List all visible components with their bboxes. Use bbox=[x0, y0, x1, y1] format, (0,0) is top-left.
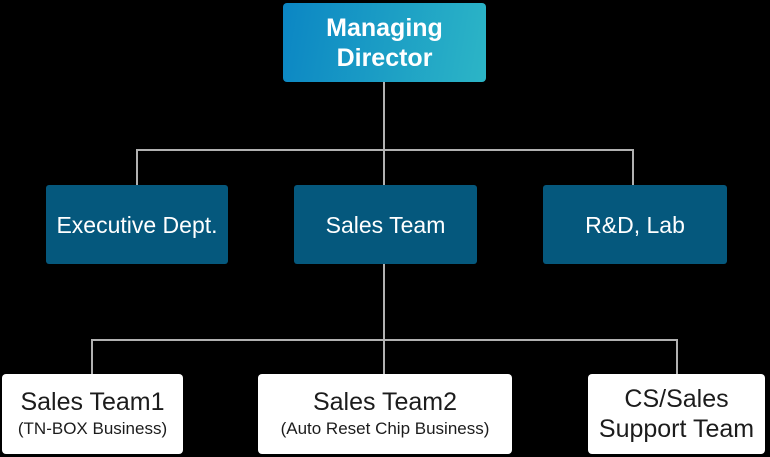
org-node-sublabel: (Auto Reset Chip Business) bbox=[280, 419, 490, 438]
org-node-label: Managing Director bbox=[326, 13, 443, 72]
connector-sales-stem bbox=[383, 264, 385, 340]
org-node-sales-team2: Sales Team2 (Auto Reset Chip Business) bbox=[258, 374, 512, 454]
connector-drop-sales-team bbox=[383, 149, 385, 186]
connector-drop-executive-dept bbox=[136, 149, 138, 186]
connector-rail-level2 bbox=[136, 149, 634, 151]
org-node-label: Sales Team bbox=[325, 211, 446, 238]
org-node-managing-director: Managing Director bbox=[283, 3, 486, 82]
org-node-sublabel: (TN-BOX Business) bbox=[17, 419, 168, 438]
org-node-executive-dept: Executive Dept. bbox=[46, 185, 228, 264]
org-node-cs-sales-support-team: CS/Sales Support Team bbox=[588, 374, 765, 454]
org-node-label: CS/Sales Support Team bbox=[598, 385, 755, 443]
org-node-sales-team: Sales Team bbox=[294, 185, 477, 264]
org-node-label: Sales Team1 bbox=[20, 388, 165, 416]
org-node-label: R&D, Lab bbox=[585, 211, 685, 238]
org-node-sales-team1: Sales Team1 (TN-BOX Business) bbox=[2, 374, 183, 454]
connector-drop-rnd-lab bbox=[632, 149, 634, 186]
org-node-label: Sales Team2 bbox=[312, 388, 458, 416]
connector-drop-cs-support-team bbox=[676, 339, 678, 375]
connector-drop-sales-team1 bbox=[91, 339, 93, 375]
connector-root-stem bbox=[383, 82, 385, 150]
connector-drop-sales-team2 bbox=[383, 339, 385, 375]
org-node-rnd-lab: R&D, Lab bbox=[543, 185, 727, 264]
org-node-label: Executive Dept. bbox=[56, 211, 218, 238]
